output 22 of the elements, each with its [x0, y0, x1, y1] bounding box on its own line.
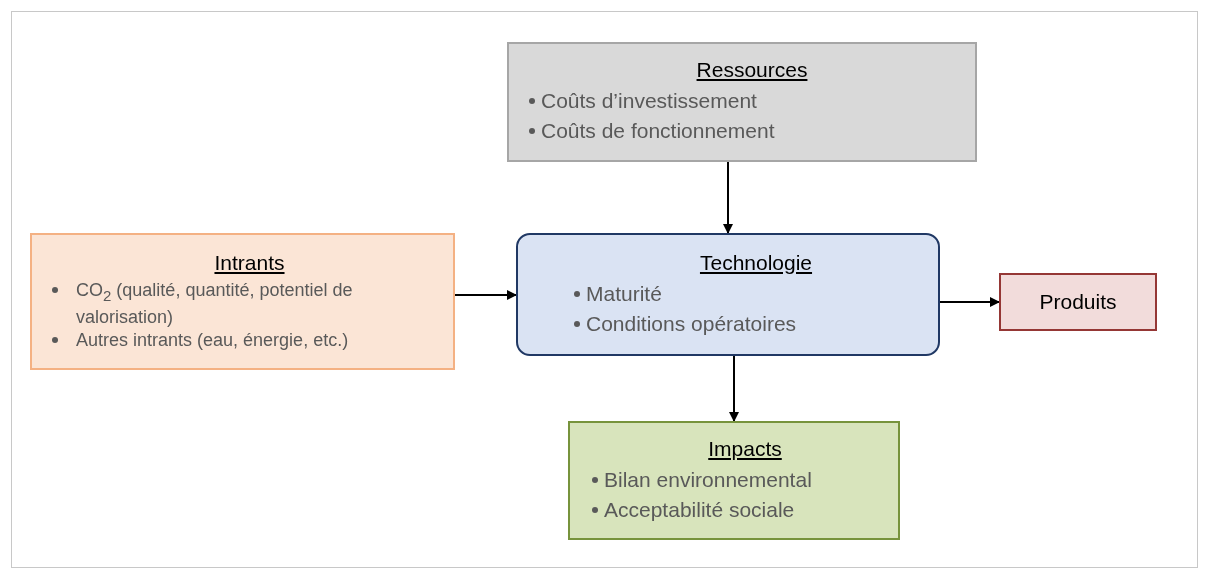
box-heading: Technologie: [699, 250, 813, 275]
bullet-text: Bilan environnemental: [604, 466, 812, 493]
bullet-text: Maturité: [586, 280, 662, 307]
resource-box: [507, 42, 977, 162]
bullet-text: CO$_{2}$ (qualité, quantité, potentiel de valorisation): [76, 278, 354, 330]
impact-box: [568, 421, 900, 540]
box-heading: Intrants: [214, 250, 285, 275]
arrow: [729, 355, 739, 422]
box-heading: Impacts: [708, 436, 782, 461]
bullet-text: Coûts de fonctionnement: [541, 118, 775, 144]
bullet-text: Coûts d’investissement: [541, 88, 757, 114]
bullet-text: Acceptabilité sociale: [604, 496, 795, 523]
bullet-text: Autres intrants (eau, énergie, etc.): [76, 329, 349, 353]
technology-box: [516, 233, 940, 356]
arrow: [454, 290, 517, 300]
bullet-text: Conditions opératoires: [586, 310, 797, 337]
box-label: Produits: [1039, 290, 1117, 314]
input-box: [30, 233, 455, 370]
product-box: [999, 273, 1157, 331]
arrow: [939, 297, 1000, 307]
arrow: [723, 161, 733, 234]
box-heading: Ressources: [696, 58, 808, 82]
